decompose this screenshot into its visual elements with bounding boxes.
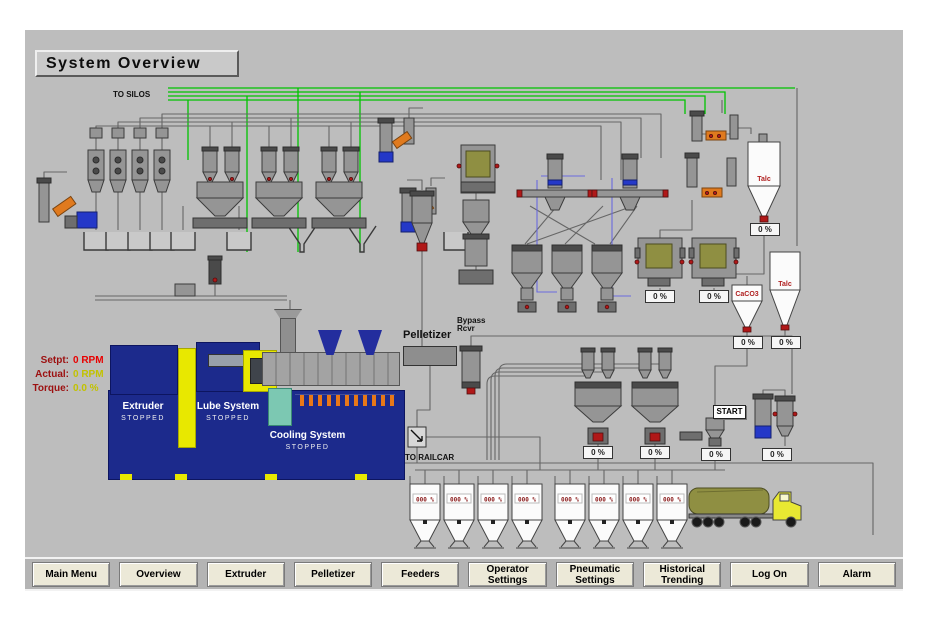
- nav-pelletizer[interactable]: Pelletizer: [293, 561, 373, 587]
- lube-window: [208, 354, 246, 367]
- torque-value: 0.0 %: [73, 383, 99, 394]
- machine-foot: [265, 474, 277, 480]
- svg-text:Talc: Talc: [778, 281, 792, 288]
- extruder-guard: [178, 348, 196, 448]
- bin2-level: 0 %: [699, 290, 729, 303]
- nav-log-on[interactable]: Log On: [730, 561, 809, 587]
- nav-bar: Main Menu Overview Extruder Pelletizer F…: [25, 557, 903, 591]
- extruder-name: Extruder: [122, 401, 164, 412]
- to-silos-label: TO SILOS: [113, 90, 151, 99]
- vacuum-pumps-right: [684, 110, 739, 198]
- svg-text:CaCO3: CaCO3: [735, 291, 758, 298]
- feeder-valves: [87, 127, 171, 193]
- start-feeder-level: 0 %: [701, 448, 731, 461]
- page-title: System Overview: [35, 50, 239, 77]
- nav-alarm[interactable]: Alarm: [817, 561, 896, 587]
- cooling-status: STOPPED: [285, 444, 330, 451]
- to-railcar-label: TO RAILCAR: [405, 453, 455, 462]
- storage-silos: 000 % 000 % 000 % 000 % 000 % 000 % 000 …: [409, 483, 688, 549]
- mid-hoppers: [511, 244, 623, 313]
- pelletizer-label: Pelletizer: [403, 329, 452, 341]
- conveyor: [174, 255, 223, 297]
- cooling-name: Cooling System: [269, 430, 346, 441]
- bin1-level: 0 %: [645, 290, 675, 303]
- caco3-level: 0 %: [733, 336, 763, 349]
- svg-text:000 %: 000 %: [561, 497, 579, 504]
- nav-overview[interactable]: Overview: [119, 561, 198, 587]
- actual-label: Actual:: [35, 369, 69, 380]
- caco3-silo: CaCO3: [731, 284, 763, 333]
- nav-pneumatic-settings[interactable]: Pneumatic Settings: [555, 561, 635, 587]
- feeder1-level: 0 %: [583, 446, 613, 459]
- svg-text:Talc: Talc: [757, 176, 771, 183]
- svg-text:000 %: 000 %: [518, 497, 536, 504]
- nav-operator-settings[interactable]: Operator Settings: [468, 561, 547, 587]
- hmi-screen: Talc CaCO3 Talc: [25, 30, 903, 591]
- svg-text:000 %: 000 %: [629, 497, 647, 504]
- bypass-line1: Bypass: [457, 316, 486, 325]
- svg-text:000 %: 000 %: [450, 497, 468, 504]
- cooling-nozzles: [295, 394, 395, 406]
- central-feeder-column: [456, 144, 500, 285]
- rail-blowers: [516, 153, 669, 211]
- process-diagram: Talc CaCO3 Talc: [36, 87, 874, 549]
- bypass-line2: Rcvr: [457, 324, 475, 333]
- talc-mid-level: 0 %: [771, 336, 801, 349]
- start-feeder: [679, 417, 725, 447]
- extruder-readout: Setpt: 0 RPM Actual: 0 RPM Torque: 0.0 %: [27, 350, 104, 394]
- feeder2-level: 0 %: [640, 446, 670, 459]
- feeder-stations: [192, 146, 367, 229]
- collection-bins: [83, 225, 469, 253]
- inlet-duct: [280, 318, 296, 354]
- setpt-value: 0 RPM: [73, 355, 104, 366]
- bypass-rcvr-label: Bypass Rcvr: [457, 317, 485, 333]
- pelletizer-unit[interactable]: [403, 346, 457, 366]
- extruder-barrel: [262, 352, 400, 386]
- machine-foot: [355, 474, 367, 480]
- talc-top-level: 0 %: [750, 223, 780, 236]
- talc-silo-top: Talc: [747, 133, 781, 223]
- vacuum-pump-left: [36, 177, 98, 229]
- cyclone-receiver: [409, 190, 435, 252]
- machine-foot: [175, 474, 187, 480]
- svg-text:000 %: 000 %: [484, 497, 502, 504]
- setpt-label: Setpt:: [40, 355, 69, 366]
- extruder-status: STOPPED: [121, 415, 165, 422]
- svg-text:000 %: 000 %: [663, 497, 681, 504]
- nav-feeders[interactable]: Feeders: [381, 561, 460, 587]
- actual-value: 0 RPM: [73, 369, 104, 380]
- machine-foot: [120, 474, 132, 480]
- nav-main-menu[interactable]: Main Menu: [32, 561, 111, 587]
- svg-text:000 %: 000 %: [416, 497, 434, 504]
- right-receivers: [752, 393, 798, 439]
- receiver-level: 0 %: [762, 448, 792, 461]
- weigh-bins: [634, 237, 740, 287]
- extruder-motor[interactable]: [110, 345, 178, 395]
- talc-silo-mid: Talc: [769, 251, 801, 331]
- diverter-valve: [407, 426, 427, 448]
- truck: [688, 487, 802, 528]
- start-button[interactable]: START: [713, 405, 746, 419]
- additive-feeders: [573, 347, 680, 445]
- cooling-tank: [268, 388, 292, 426]
- lube-name: Lube System: [196, 401, 260, 412]
- torque-label: Torque:: [32, 383, 69, 394]
- svg-text:000 %: 000 %: [595, 497, 613, 504]
- nav-historical-trending[interactable]: Historical Trending: [643, 561, 722, 587]
- bypass-receiver: [459, 345, 483, 395]
- lube-status: STOPPED: [206, 415, 250, 422]
- nav-extruder[interactable]: Extruder: [206, 561, 285, 587]
